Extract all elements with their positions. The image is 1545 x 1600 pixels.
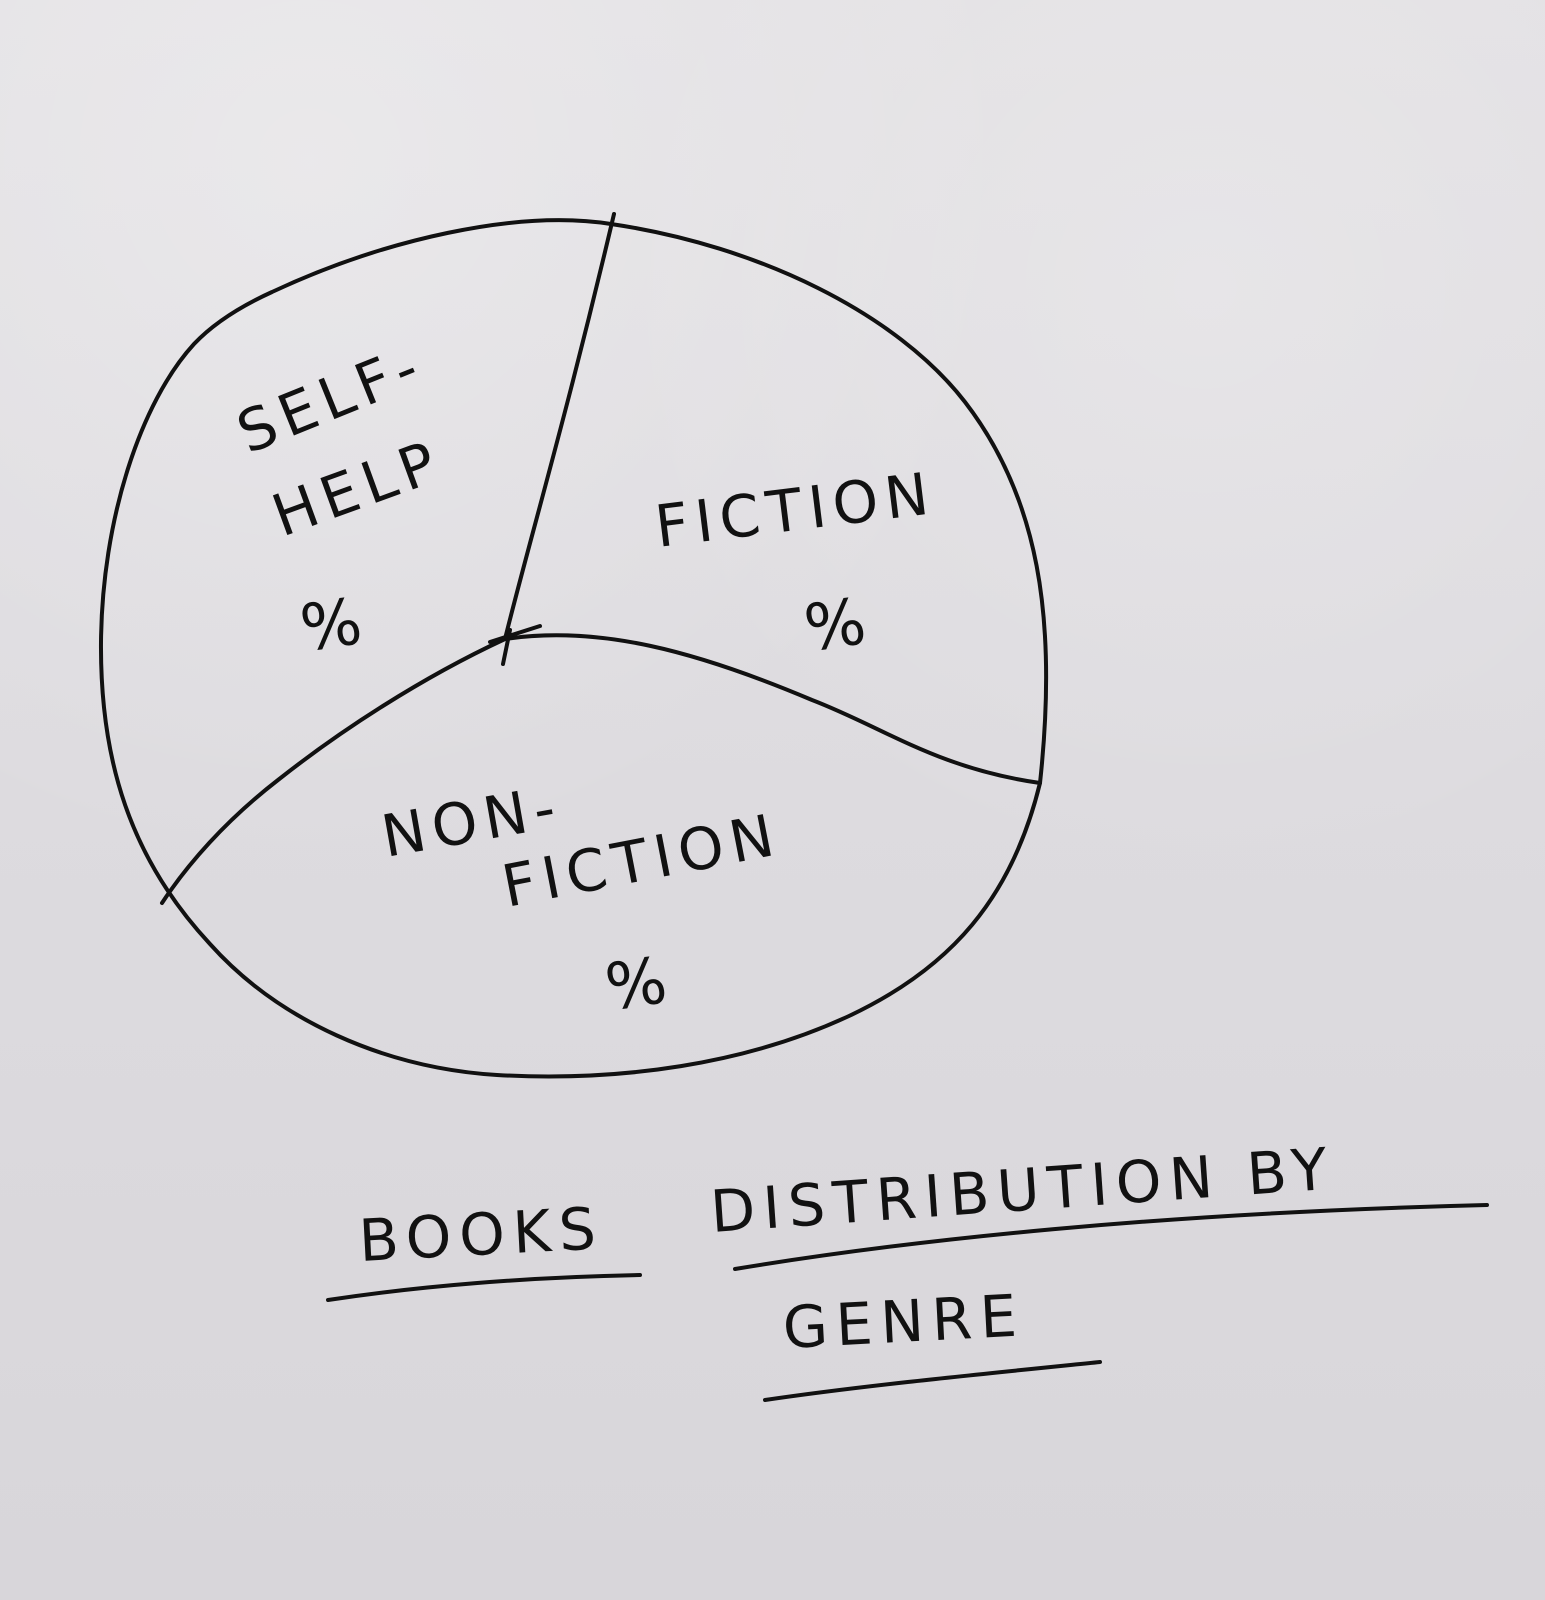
chart-title: BOOKS DISTRIBUTION BY GENRE <box>326 1134 1489 1402</box>
slice-self-help: SELF- HELP % <box>228 331 452 667</box>
slice-fiction-value: % <box>800 584 877 667</box>
slice-boundary-nonfiction-self-help <box>160 637 507 905</box>
slice-self-help-value: % <box>296 584 373 667</box>
chart-title-line-books: BOOKS <box>357 1194 605 1275</box>
slice-boundary-fiction-nonfiction <box>503 633 1042 785</box>
slice-non-fiction-value: % <box>601 943 678 1026</box>
pie-outline <box>98 218 1049 1079</box>
slice-non-fiction: NON- FICTION % <box>377 772 786 1026</box>
chart-title-line-genre: GENRE <box>781 1281 1026 1362</box>
chart-title-line-distribution-by: DISTRIBUTION BY <box>708 1134 1337 1245</box>
slice-boundary-self-help-fiction <box>503 212 616 641</box>
chart-title-underline-books <box>326 1273 642 1302</box>
chart-title-underline-genre <box>763 1360 1102 1402</box>
slice-fiction-label-line-1: FICTION <box>651 459 939 561</box>
chart-title-underline-distribution-by <box>733 1203 1489 1271</box>
slice-fiction: FICTION % <box>651 459 939 667</box>
center-tick-mark <box>488 624 542 666</box>
